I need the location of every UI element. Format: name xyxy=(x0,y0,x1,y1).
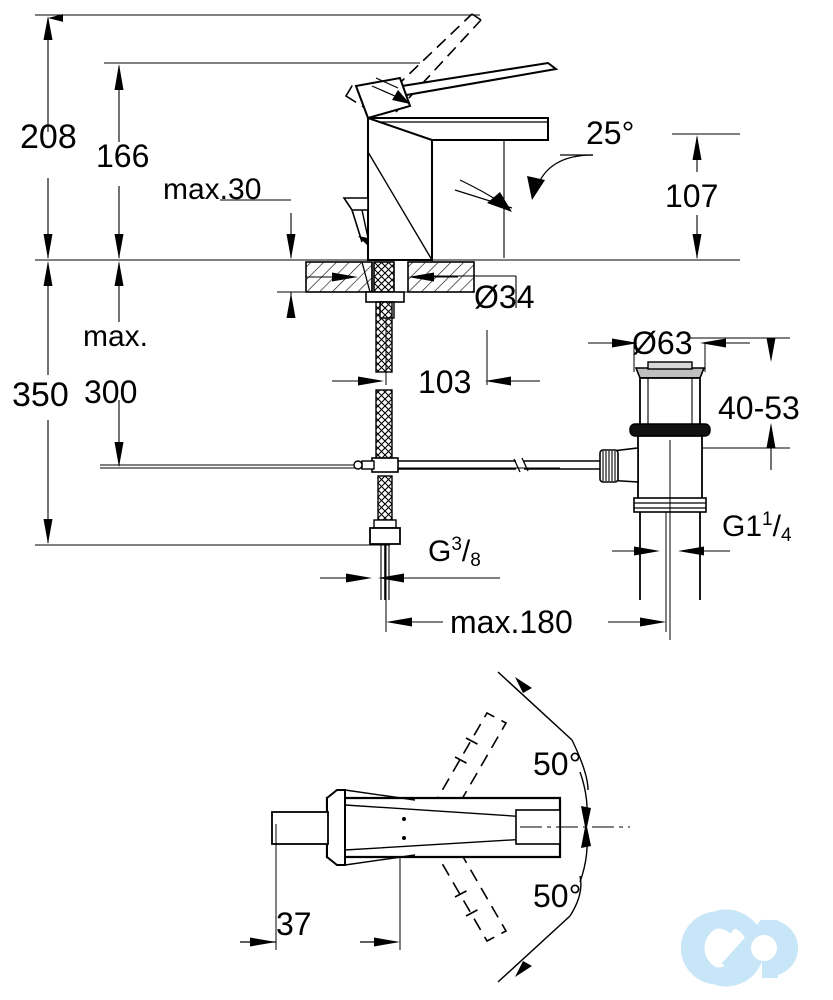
arrow-d63-left xyxy=(612,338,638,348)
arrow-g38-right xyxy=(378,573,404,583)
column-taper-line xyxy=(367,151,433,261)
dim-label-50deg-top: 50° xyxy=(533,746,582,782)
angle-50-top xyxy=(497,671,591,832)
dim-label-166: 166 xyxy=(96,138,150,174)
hose-tail-braid xyxy=(377,475,393,521)
cd-watermark xyxy=(681,909,798,987)
popup-waste-assembly xyxy=(599,361,711,640)
spout-plan-shank xyxy=(271,811,329,845)
lever-hub xyxy=(354,76,412,120)
extension-lines xyxy=(35,14,740,546)
g1-denominator: 4 xyxy=(780,525,792,546)
arrow-208-bottom xyxy=(43,234,53,259)
vertical-dimension-lines xyxy=(43,14,790,544)
arrow-4053-top xyxy=(766,338,776,362)
arrow-103-left xyxy=(358,376,384,386)
g-text: G xyxy=(428,535,452,568)
hose-lower-braid xyxy=(375,389,393,459)
g38-denominator: 8 xyxy=(470,550,481,571)
spout-plan-body xyxy=(271,789,630,866)
g1-text: G1 xyxy=(722,510,763,543)
arrow-25-head2 xyxy=(487,192,512,212)
dim-label-208: 208 xyxy=(20,118,77,156)
arrow-166-bottom xyxy=(114,234,124,259)
arrow-4053-bottom xyxy=(766,423,776,448)
waste-seal-ring xyxy=(629,423,711,437)
arrow-107-top xyxy=(692,135,702,160)
arrow-50-bottom-inner xyxy=(581,822,591,848)
waste-flange-rim xyxy=(647,361,693,370)
faucet-body xyxy=(342,13,559,261)
dim-label-max180: max.180 xyxy=(450,604,573,640)
arrow-25-head xyxy=(527,176,545,200)
supply-hose-assembly xyxy=(353,301,401,600)
dim-label-max: max. xyxy=(83,320,149,353)
arrow-d63-right xyxy=(700,338,726,348)
mounting-shank xyxy=(373,261,395,293)
angle-25-leader xyxy=(454,154,594,212)
rod-t-connector xyxy=(353,457,399,473)
dim-label-g-3-8: G3/8 xyxy=(428,534,481,570)
arrow-37-left xyxy=(250,937,276,947)
plan-view-group xyxy=(240,671,630,983)
dim-label-d63: Ø63 xyxy=(632,325,693,361)
dim-label-40-53: 40-53 xyxy=(718,390,800,426)
arrow-107-bottom xyxy=(692,234,702,259)
arrow-50-bottom-head xyxy=(515,961,532,977)
main-elevation-group xyxy=(35,13,790,640)
hose-ferrule xyxy=(373,519,397,529)
arrow-max180-right xyxy=(640,617,666,627)
arrow-103-right xyxy=(485,376,511,386)
dim-label-max30: max.30 xyxy=(163,173,262,206)
arrow-300-bottom xyxy=(114,442,124,467)
counter-hole-arrows xyxy=(306,272,458,282)
arrow-166-top xyxy=(114,64,124,90)
arrow-50-top-inner xyxy=(581,806,591,832)
angle-50-bottom xyxy=(497,822,591,983)
dim-label-50deg-bottom: 50° xyxy=(533,878,582,914)
g38-slash: / xyxy=(461,535,471,568)
arrow-g114-left xyxy=(634,546,660,556)
g38-fraction: 3/8 xyxy=(451,534,481,570)
dim-label-107: 107 xyxy=(665,178,719,214)
dim-label-300: 300 xyxy=(84,374,138,410)
drain-linkage-rod xyxy=(100,457,604,473)
hose-upper-braid xyxy=(375,301,393,373)
arrow-g114-right xyxy=(678,546,704,556)
g1-fraction: 1/4 xyxy=(762,509,792,545)
g1-numerator: 1 xyxy=(762,509,773,530)
arrow-350-bottom xyxy=(43,519,53,544)
dim-label-g1-1-4: G11/4 xyxy=(722,509,792,545)
dim-label-37: 37 xyxy=(276,906,312,942)
dim-37-group xyxy=(240,824,401,950)
faucet-column xyxy=(367,116,433,261)
g1-slash: / xyxy=(772,510,781,543)
spout-ghost-down xyxy=(430,834,508,943)
waste-knurl-lines xyxy=(602,451,616,481)
dim-label-350: 350 xyxy=(12,376,69,414)
leader-25-curve xyxy=(535,154,594,191)
arrow-300-top xyxy=(114,261,124,286)
dim-label-25deg: 25° xyxy=(586,115,635,151)
popup-rod-knob xyxy=(342,197,369,246)
arrow-50-top-head xyxy=(515,677,532,693)
waste-neck xyxy=(639,377,701,431)
arrow-max180-left xyxy=(386,617,412,627)
arrow-208-top xyxy=(43,16,53,40)
arrow-g38-left xyxy=(346,573,372,583)
dim-label-d34: Ø34 xyxy=(474,279,535,315)
g38-numerator: 3 xyxy=(451,534,462,555)
lever-motion-arrows xyxy=(371,77,410,104)
spout-ghost-up xyxy=(430,711,508,820)
mounting-washer xyxy=(365,291,405,303)
hose-hex-nut xyxy=(369,527,401,545)
dim-label-103: 103 xyxy=(418,364,472,400)
arrow-max30-top xyxy=(286,234,296,259)
arrow-350-top xyxy=(43,261,53,286)
arrow-max30-bottom xyxy=(286,293,296,318)
horizontal-dimension-lines xyxy=(320,300,750,632)
arrow-37-right xyxy=(374,937,400,947)
spout-plan-base xyxy=(326,789,346,866)
